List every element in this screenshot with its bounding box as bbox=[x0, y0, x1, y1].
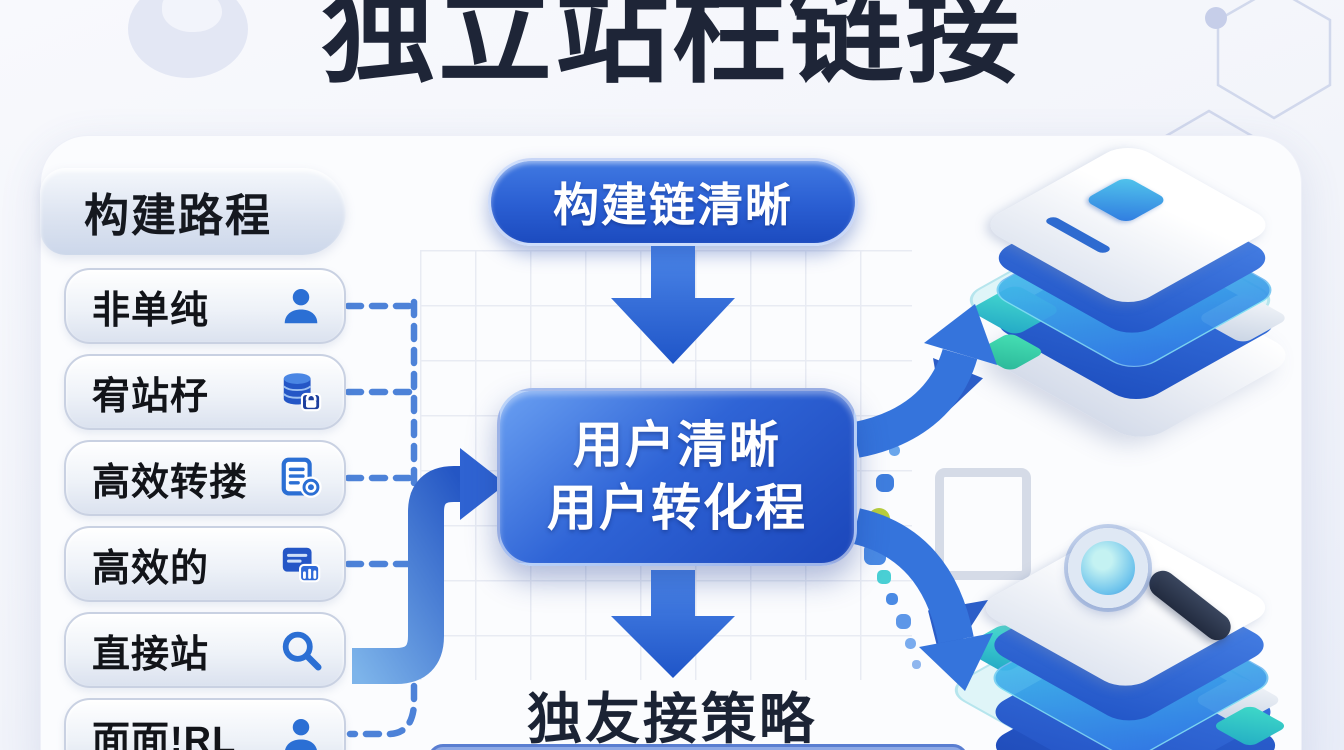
user-icon bbox=[284, 288, 318, 324]
center-box-line1: 用户清晰 bbox=[573, 416, 781, 473]
flow-bottom-label: 独友接策略 bbox=[526, 688, 817, 750]
search-icon bbox=[282, 631, 322, 671]
sidebar-item-2: 宥站杍 bbox=[64, 354, 346, 430]
trail-dot-lime bbox=[868, 508, 890, 530]
user-icon bbox=[285, 718, 317, 750]
server-chart-icon bbox=[282, 547, 321, 583]
trail-dot bbox=[912, 660, 921, 669]
sidebar-item-5: 直接站 bbox=[64, 612, 346, 688]
flow-center-box: 用户清晰 用户转化程 bbox=[497, 388, 857, 566]
document-coin-icon bbox=[281, 457, 322, 498]
sidebar-header: 构建路程 bbox=[40, 168, 346, 255]
trail-dot bbox=[905, 420, 921, 436]
flow-top-pill: 构建链清晰 bbox=[488, 158, 858, 246]
trail-dot bbox=[864, 543, 886, 565]
sidebar-item-3: 高效转搂 bbox=[64, 440, 346, 516]
sidebar-item-label: 高效转搂 bbox=[92, 461, 249, 504]
trail-dot bbox=[889, 445, 900, 456]
sidebar-item-label: 非单纯 bbox=[92, 289, 210, 332]
sidebar-item-4: 高效的 bbox=[64, 526, 346, 602]
magnifier-lens-icon bbox=[1068, 528, 1148, 608]
trail-dot bbox=[886, 593, 898, 605]
trail-dot-teal bbox=[877, 570, 891, 584]
trail-dot bbox=[896, 614, 911, 629]
trail-dot bbox=[905, 638, 916, 649]
database-lock-icon bbox=[283, 373, 322, 412]
sidebar-item-6: 面面!RL bbox=[64, 698, 346, 750]
sidebar-item-label: 高效的 bbox=[92, 547, 210, 590]
frame-outline-decor bbox=[935, 468, 1031, 580]
sidebar-item-label: 直接站 bbox=[92, 633, 210, 676]
sidebar-item-label: 宥站杍 bbox=[92, 375, 210, 418]
center-box-line2: 用户转化程 bbox=[547, 480, 807, 536]
globe-land bbox=[162, 0, 222, 32]
globe-decor bbox=[128, 0, 248, 78]
trail-dot bbox=[876, 474, 894, 492]
page-title: 独立站柱链接 bbox=[320, 0, 1023, 97]
sidebar-item-1: 非单纯 bbox=[64, 268, 346, 344]
sidebar-item-label: 面面!RL bbox=[92, 719, 237, 750]
bottom-bar-decor bbox=[428, 744, 968, 750]
